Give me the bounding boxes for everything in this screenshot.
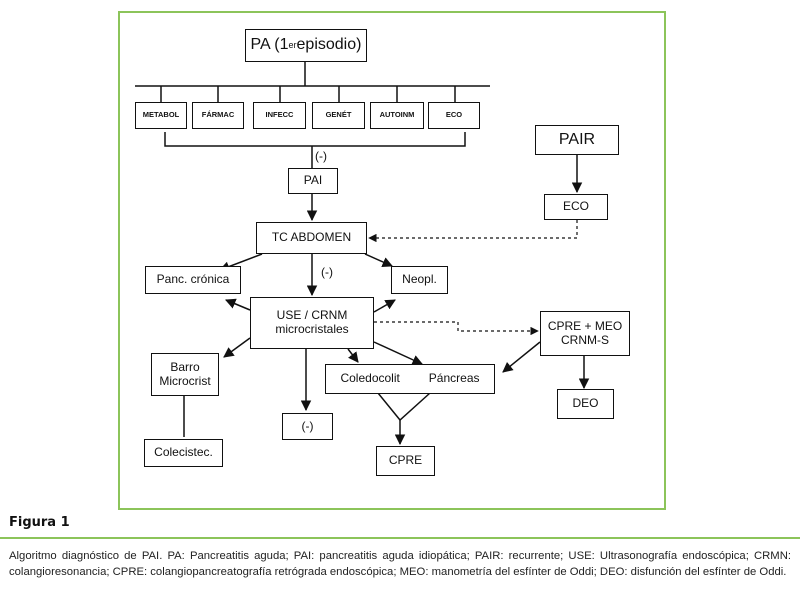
arrow-use-neopl [373,299,396,313]
node-cpre-label: CPRE [388,453,423,468]
node-coledocolit-pancreas: Coledocolit Páncreas [325,364,495,394]
node-cpre-meo-line2: CRNM-S [561,332,609,347]
node-cpre: CPRE [376,446,435,476]
root-label: PA (1 [250,36,289,54]
cause-metabol-label: METABOL [142,110,180,120]
arrow-use-barro [223,337,251,358]
cause-metabol: METABOL [135,102,187,129]
dashed-use-cpremeo [374,321,539,336]
node-coledocolit-label: Coledocolit [340,371,400,386]
negative-label-1: (-) [315,149,327,163]
root-label-tail: episodio) [296,36,362,54]
node-panc-cronica-label: Panc. crónica [156,272,230,287]
arrow-use-coledoco [347,348,359,363]
cause-infecc-label: INFECC [265,110,294,120]
node-tc-label: TC ABDOMEN [271,230,352,245]
root-sup: er [288,40,297,51]
cause-infecc: INFECC [253,102,306,129]
figure-divider [0,537,800,539]
cause-genet: GENÉT [312,102,365,129]
node-barro-line2: Microcrist [159,373,211,388]
arrow-use-pancreas [373,341,423,365]
cause-autoinm-label: AUTOINM [379,110,415,120]
cause-farmac-label: FÁRMAC [201,110,235,120]
node-colecistec-label: Colecistec. [154,445,213,460]
node-colecistec: Colecistec. [144,439,223,467]
node-cpre-meo: CPRE + MEO CRNM-S [540,311,630,356]
node-use-line1: USE / CRNM [276,308,348,323]
arrow-cpremeo-pancreas [502,341,541,373]
node-eco: ECO [544,194,608,220]
cause-eco: ECO [428,102,480,129]
node-pai: PAI [288,168,338,194]
node-barro-line1: Barro [170,359,200,374]
node-deo: DEO [557,389,614,419]
cause-autoinm: AUTOINM [370,102,424,129]
node-panc-cronica: Panc. crónica [145,266,241,294]
merge-cpre [377,392,431,422]
node-negative: (-) [282,413,333,440]
node-neopl: Neopl. [391,266,448,294]
node-pancreas-label: Páncreas [428,371,480,386]
node-cpre-meo-line1: CPRE + MEO [547,318,623,333]
node-pair: PAIR [535,125,619,155]
node-negative-label: (-) [301,418,314,433]
node-use-crnm: USE / CRNM microcristales [250,297,374,349]
cause-genet-label: GENÉT [325,110,352,120]
dashed-eco-tc [368,220,578,243]
node-neopl-label: Neopl. [402,272,437,287]
node-deo-label: DEO [572,396,599,411]
node-pai-label: PAI [303,173,323,188]
negative-label-2: (-) [321,265,333,279]
causes-bracket [164,132,466,147]
node-tc-abdomen: TC ABDOMEN [256,222,367,254]
node-eco-label: ECO [562,199,589,214]
arrow-use-pancronica [225,298,251,311]
cause-eco-label: ECO [445,110,463,120]
figure-title: Figura 1 [9,515,70,530]
figure-caption: Algoritmo diagnóstico de PAI. PA: Pancre… [9,550,791,578]
arrow-tc-neopl [364,253,393,267]
cause-farmac: FÁRMAC [192,102,244,129]
node-use-line2: microcristales [275,322,349,336]
node-barro-microcrist: Barro Microcrist [151,353,219,396]
node-pair-label: PAIR [558,130,596,148]
